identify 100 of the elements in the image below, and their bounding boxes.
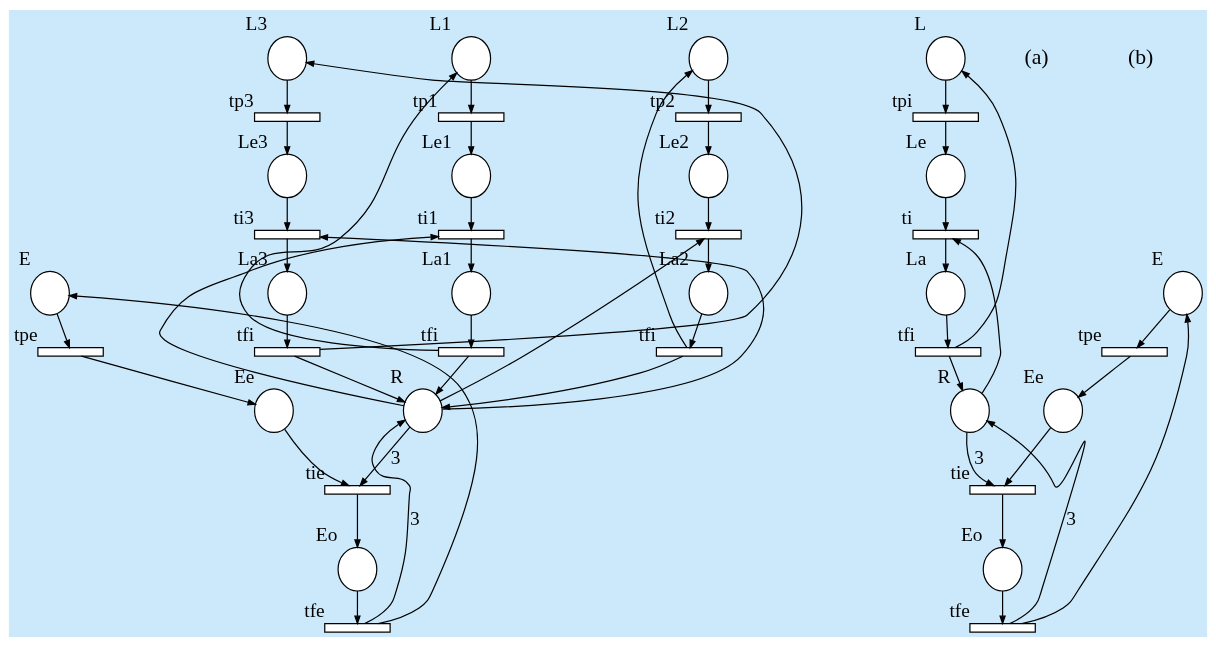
node-label: Ee: [1023, 365, 1044, 387]
node-label: E: [18, 247, 31, 269]
node-circle: [688, 270, 729, 316]
node-label: tfe: [949, 599, 970, 621]
node-bar: [253, 229, 321, 239]
arrow: [239, 71, 458, 351]
arrow: [1136, 308, 1171, 349]
arrow: [439, 237, 706, 401]
arrow: [948, 355, 964, 392]
arrow: [951, 237, 1002, 394]
node-label: Eo: [960, 523, 983, 545]
arrow: [467, 79, 475, 114]
node-label: R: [937, 365, 951, 387]
arrow: [293, 355, 407, 403]
arrow: [705, 196, 712, 232]
label: (b): [1127, 44, 1154, 69]
edge-label: 3: [1066, 507, 1076, 529]
node-bar: [324, 622, 391, 633]
node-label: ti: [901, 206, 913, 228]
arrow: [283, 79, 291, 114]
node-label: Le3: [237, 130, 268, 152]
node-bar: [37, 346, 104, 357]
node-label: Ee: [234, 365, 255, 387]
arrow: [434, 355, 470, 396]
node-bar: [253, 346, 321, 357]
node-label: R: [390, 365, 404, 387]
arrow: [80, 355, 258, 405]
arrow: [159, 233, 441, 406]
arrow: [999, 493, 1006, 549]
node-label: tfe: [304, 599, 325, 621]
node-label: L1: [429, 12, 452, 34]
node-bar: [655, 346, 723, 357]
node-circle: [253, 387, 294, 433]
node-bar: [437, 346, 505, 357]
arrow: [705, 120, 712, 156]
node-label: tie: [305, 461, 325, 483]
node-circle: [337, 546, 378, 592]
arrow: [283, 237, 291, 273]
arrow: [56, 312, 71, 349]
arrow: [467, 120, 475, 156]
node-label: La1: [421, 247, 452, 269]
node-bar: [912, 229, 979, 239]
arrow: [985, 419, 1086, 624]
node-circle: [30, 270, 70, 316]
node-label: tfi: [897, 323, 915, 345]
edge-label: 3: [974, 446, 984, 468]
arrow: [359, 425, 411, 487]
node-circle: [949, 387, 990, 433]
arrow: [354, 589, 361, 625]
label: (a): [1024, 44, 1049, 69]
arrow: [705, 237, 712, 273]
arrow: [67, 292, 479, 624]
node-label: Le2: [658, 130, 690, 152]
node-label: Le1: [421, 130, 452, 152]
node-bar: [1101, 346, 1168, 357]
arrow: [942, 79, 950, 114]
edge-label: 3: [410, 507, 420, 529]
node-bar: [437, 111, 505, 122]
node-circle: [267, 35, 308, 81]
arrow: [467, 196, 475, 232]
node-label: E: [1151, 247, 1164, 269]
arrow: [364, 418, 412, 624]
node-label: La: [905, 247, 927, 269]
node-label: tfi: [420, 323, 439, 345]
node-label: La3: [237, 247, 268, 269]
node-circle: [267, 152, 308, 198]
node-label: L: [914, 12, 927, 34]
arrow: [689, 312, 703, 349]
node-circle: [925, 152, 966, 198]
node-label: L2: [666, 12, 689, 34]
node-circle: [1162, 270, 1203, 316]
node-bar: [675, 229, 742, 239]
arrow: [944, 314, 952, 349]
node-bar: [253, 111, 321, 122]
arrow: [354, 493, 361, 549]
arrow: [283, 314, 291, 349]
node-circle: [925, 270, 966, 316]
node-bar: [675, 111, 742, 122]
node-label: tpe: [1077, 323, 1102, 345]
node-circle: [451, 152, 492, 198]
node-bar: [969, 622, 1036, 633]
node-circle: [982, 546, 1023, 592]
arrow: [999, 589, 1006, 625]
node-circle: [925, 35, 966, 81]
node-bar: [437, 229, 505, 239]
node-circle: [1043, 387, 1084, 433]
arrow: [284, 428, 351, 486]
node-bar: [914, 346, 982, 357]
node-bar: [912, 111, 979, 122]
node-label: tp3: [228, 89, 254, 111]
arrow: [1076, 355, 1131, 398]
node-circle: [451, 270, 492, 316]
node-label: Eo: [315, 523, 338, 545]
node-circle: [451, 35, 492, 81]
node-label: Le: [905, 130, 927, 152]
node-label: tie: [950, 461, 970, 483]
node-label: ti1: [417, 206, 438, 228]
arrow: [705, 79, 712, 114]
node-label: ti3: [233, 206, 254, 228]
node-bar: [324, 484, 391, 495]
